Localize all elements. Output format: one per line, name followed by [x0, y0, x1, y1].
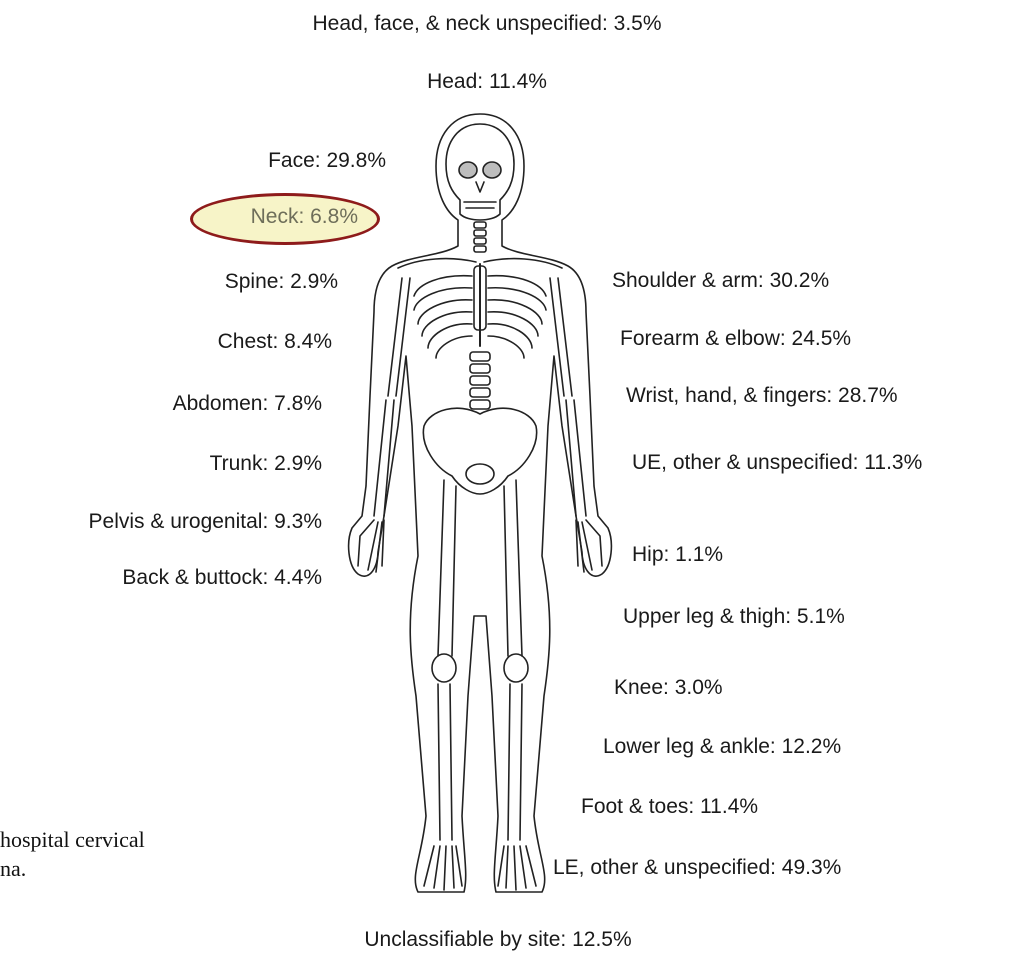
label-upper-leg: Upper leg & thigh: 5.1% — [623, 605, 845, 629]
label-unclassifiable: Unclassifiable by site: 12.5% — [364, 928, 631, 952]
cervical-spine — [474, 222, 486, 252]
skeleton-figure — [340, 96, 620, 896]
label-back: Back & buttock: 4.4% — [122, 566, 322, 590]
left-tibia — [438, 684, 452, 840]
label-abdomen: Abdomen: 7.8% — [173, 392, 322, 416]
right-humerus — [558, 278, 572, 396]
caption-line-2: na. — [0, 854, 26, 883]
left-foot — [424, 846, 462, 890]
right-femur — [504, 480, 522, 656]
left-femur — [438, 480, 456, 656]
left-patella — [432, 654, 456, 682]
label-lower-leg: Lower leg & ankle: 12.2% — [603, 735, 841, 759]
skull — [446, 124, 514, 220]
label-trunk: Trunk: 2.9% — [210, 452, 322, 476]
left-forearm — [374, 400, 394, 516]
label-chest: Chest: 8.4% — [218, 330, 332, 354]
label-head-face-neck-unspecified: Head, face, & neck unspecified: 3.5% — [312, 12, 661, 36]
left-hand — [358, 520, 384, 572]
label-wrist: Wrist, hand, & fingers: 28.7% — [626, 384, 898, 408]
right-forearm — [566, 400, 586, 516]
caption-line-1: hospital cervical — [0, 825, 145, 854]
label-ue-other: UE, other & unspecified: 11.3% — [632, 451, 922, 475]
right-patella — [504, 654, 528, 682]
ribcage — [414, 264, 546, 358]
pelvis — [423, 408, 536, 494]
lumbar-spine — [470, 352, 490, 409]
right-hand — [576, 520, 602, 572]
label-hip: Hip: 1.1% — [632, 543, 723, 567]
label-pelvis: Pelvis & urogenital: 9.3% — [89, 510, 322, 534]
right-foot — [498, 846, 536, 890]
label-forearm: Forearm & elbow: 24.5% — [620, 327, 851, 351]
label-knee: Knee: 3.0% — [614, 676, 723, 700]
label-spine: Spine: 2.9% — [225, 270, 338, 294]
left-humerus — [388, 278, 402, 396]
right-tibia — [508, 684, 522, 840]
label-head: Head: 11.4% — [427, 70, 547, 94]
label-shoulder: Shoulder & arm: 30.2% — [612, 269, 829, 293]
